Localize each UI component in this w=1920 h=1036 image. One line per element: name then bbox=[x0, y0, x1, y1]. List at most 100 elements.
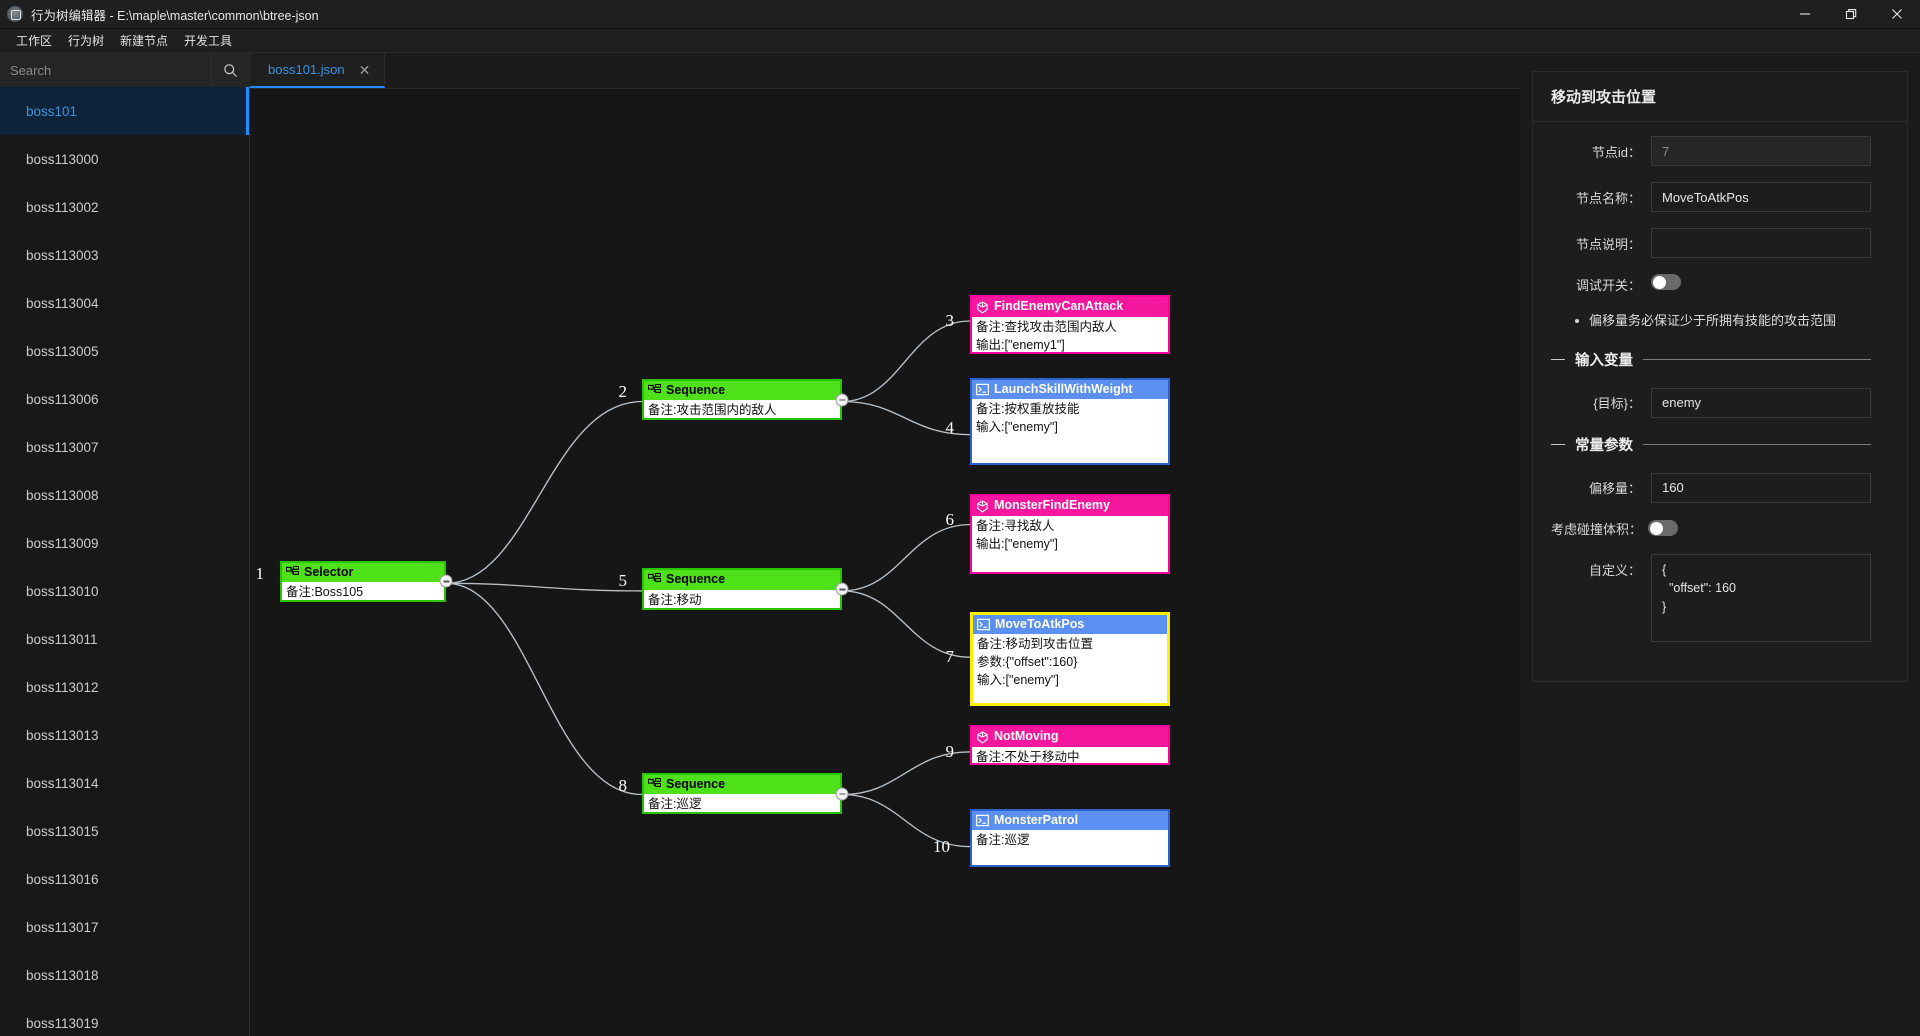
file-item-boss113016[interactable]: boss113016 bbox=[0, 855, 249, 903]
file-item-label: boss113007 bbox=[26, 439, 99, 455]
node-body: 备注:巡逻 bbox=[644, 794, 840, 812]
node-index-9: 9 bbox=[945, 741, 955, 761]
node-header: Sequence bbox=[644, 380, 840, 401]
node-body: 备注:查找攻击范围内敌人输出:["enemy1"] bbox=[972, 317, 1168, 352]
field-node-id: 节点id： bbox=[1533, 136, 1889, 166]
tab-boss101-json[interactable]: boss101.json ✕ bbox=[250, 53, 386, 88]
menu-behavior-tree[interactable]: 行为树 bbox=[68, 34, 105, 48]
node-header: NotMoving bbox=[972, 727, 1168, 747]
node-detail-line: 输入:["enemy"] bbox=[977, 672, 1059, 687]
node-body: 备注:移动 bbox=[644, 590, 840, 608]
window-title: 行为树编辑器 - E:\maple\master\common\btree-js… bbox=[31, 8, 319, 23]
file-item-boss113019[interactable]: boss113019 bbox=[0, 999, 249, 1036]
file-item-boss113005[interactable]: boss113005 bbox=[0, 327, 249, 375]
node-detail-line: 备注:按权重放技能 bbox=[976, 402, 1080, 417]
node-detail-line: 备注:寻找敌人 bbox=[976, 518, 1055, 533]
field-custom-json: 自定义： { "offset": 160 } bbox=[1533, 553, 1889, 647]
file-item-boss113003[interactable]: boss113003 bbox=[0, 231, 249, 279]
file-item-boss113014[interactable]: boss113014 bbox=[0, 759, 249, 807]
file-item-boss113009[interactable]: boss113009 bbox=[0, 519, 249, 567]
offset-label: 偏移量： bbox=[1588, 481, 1641, 496]
file-item-label: boss113014 bbox=[26, 775, 99, 791]
main-body: boss101boss113000boss113002boss113003bos… bbox=[0, 53, 1920, 1036]
node-index-8: 8 bbox=[618, 775, 628, 795]
file-item-boss113008[interactable]: boss113008 bbox=[0, 471, 249, 519]
debug-switch-toggle[interactable] bbox=[1651, 274, 1681, 290]
file-item-boss113011[interactable]: boss113011 bbox=[0, 615, 249, 663]
file-item-label: boss113009 bbox=[26, 535, 99, 551]
menu-new-node[interactable]: 新建节点 bbox=[120, 34, 169, 48]
custom-json-textarea[interactable]: { "offset": 160 } bbox=[1651, 553, 1871, 642]
file-item-boss101[interactable]: boss101 bbox=[0, 87, 249, 135]
node-index-10: 10 bbox=[933, 836, 950, 856]
node-name-input[interactable] bbox=[1651, 182, 1871, 212]
menu-workspace[interactable]: 工作区 bbox=[16, 34, 53, 48]
file-item-boss113015[interactable]: boss113015 bbox=[0, 807, 249, 855]
node-title: Sequence bbox=[666, 382, 726, 397]
debug-switch-label: 调试开关： bbox=[1575, 278, 1641, 293]
section-dash-icon bbox=[1551, 358, 1565, 360]
file-item-boss113018[interactable]: boss113018 bbox=[0, 951, 249, 999]
node-id-label: 节点id： bbox=[1591, 144, 1641, 160]
close-icon[interactable]: ✕ bbox=[358, 61, 371, 78]
input-var-input[interactable] bbox=[1651, 387, 1871, 418]
action-icon bbox=[976, 383, 989, 396]
node-output-port-2[interactable] bbox=[835, 393, 849, 407]
node-body: 备注:移动到攻击位置参数:{"offset":160}输入:["enemy"] bbox=[973, 634, 1167, 703]
menu-dev-tools[interactable]: 开发工具 bbox=[184, 34, 233, 48]
field-debug-switch: 调试开关： bbox=[1533, 274, 1889, 295]
section-rule bbox=[1643, 358, 1871, 360]
field-offset: 偏移量： bbox=[1533, 472, 1889, 503]
field-node-name: 节点名称： bbox=[1533, 182, 1889, 212]
toggle-knob bbox=[1649, 521, 1663, 535]
node-header: MonsterFindEnemy bbox=[972, 496, 1168, 516]
close-button[interactable] bbox=[1874, 0, 1920, 29]
file-item-boss113010[interactable]: boss113010 bbox=[0, 567, 249, 615]
bullet-icon bbox=[1575, 319, 1579, 323]
minimize-button[interactable] bbox=[1782, 0, 1828, 29]
search-input[interactable] bbox=[0, 53, 211, 87]
tree-node-Sequence[interactable]: Sequence 备注:攻击范围内的敌人 bbox=[642, 378, 842, 421]
file-item-label: boss101 bbox=[26, 103, 78, 119]
search-bar bbox=[0, 53, 249, 87]
file-item-boss113004[interactable]: boss113004 bbox=[0, 279, 249, 327]
node-header: LaunchSkillWithWeight bbox=[972, 379, 1168, 400]
section-rule bbox=[1643, 443, 1871, 445]
maximize-button[interactable] bbox=[1828, 0, 1874, 29]
offset-input[interactable] bbox=[1651, 472, 1871, 503]
search-icon[interactable] bbox=[211, 53, 249, 87]
node-output-port-1[interactable] bbox=[439, 574, 453, 588]
node-index-5: 5 bbox=[618, 571, 628, 591]
file-item-boss113002[interactable]: boss113002 bbox=[0, 183, 249, 231]
node-body: 备注:攻击范围内的敌人 bbox=[644, 400, 840, 418]
node-output-port-5[interactable] bbox=[835, 582, 849, 596]
file-item-boss113013[interactable]: boss113013 bbox=[0, 711, 249, 759]
node-output-port-8[interactable] bbox=[835, 787, 849, 801]
node-title: MonsterFindEnemy bbox=[994, 498, 1110, 513]
node-desc-input[interactable] bbox=[1651, 228, 1871, 258]
file-item-boss113012[interactable]: boss113012 bbox=[0, 663, 249, 711]
collision-toggle-label: 考虑碰撞体积： bbox=[1551, 521, 1643, 537]
file-item-boss113017[interactable]: boss113017 bbox=[0, 903, 249, 951]
section-dash-icon bbox=[1551, 443, 1565, 445]
file-item-boss113006[interactable]: boss113006 bbox=[0, 375, 249, 423]
node-title: MonsterPatrol bbox=[994, 812, 1079, 827]
file-item-boss113000[interactable]: boss113000 bbox=[0, 135, 249, 183]
field-input-var-target: {目标}： bbox=[1533, 387, 1889, 418]
editor-canvas: boss101.json ✕ bbox=[250, 53, 1520, 1036]
collision-toggle[interactable] bbox=[1648, 520, 1679, 536]
file-item-boss113007[interactable]: boss113007 bbox=[0, 423, 249, 471]
node-header: MonsterPatrol bbox=[972, 810, 1168, 831]
